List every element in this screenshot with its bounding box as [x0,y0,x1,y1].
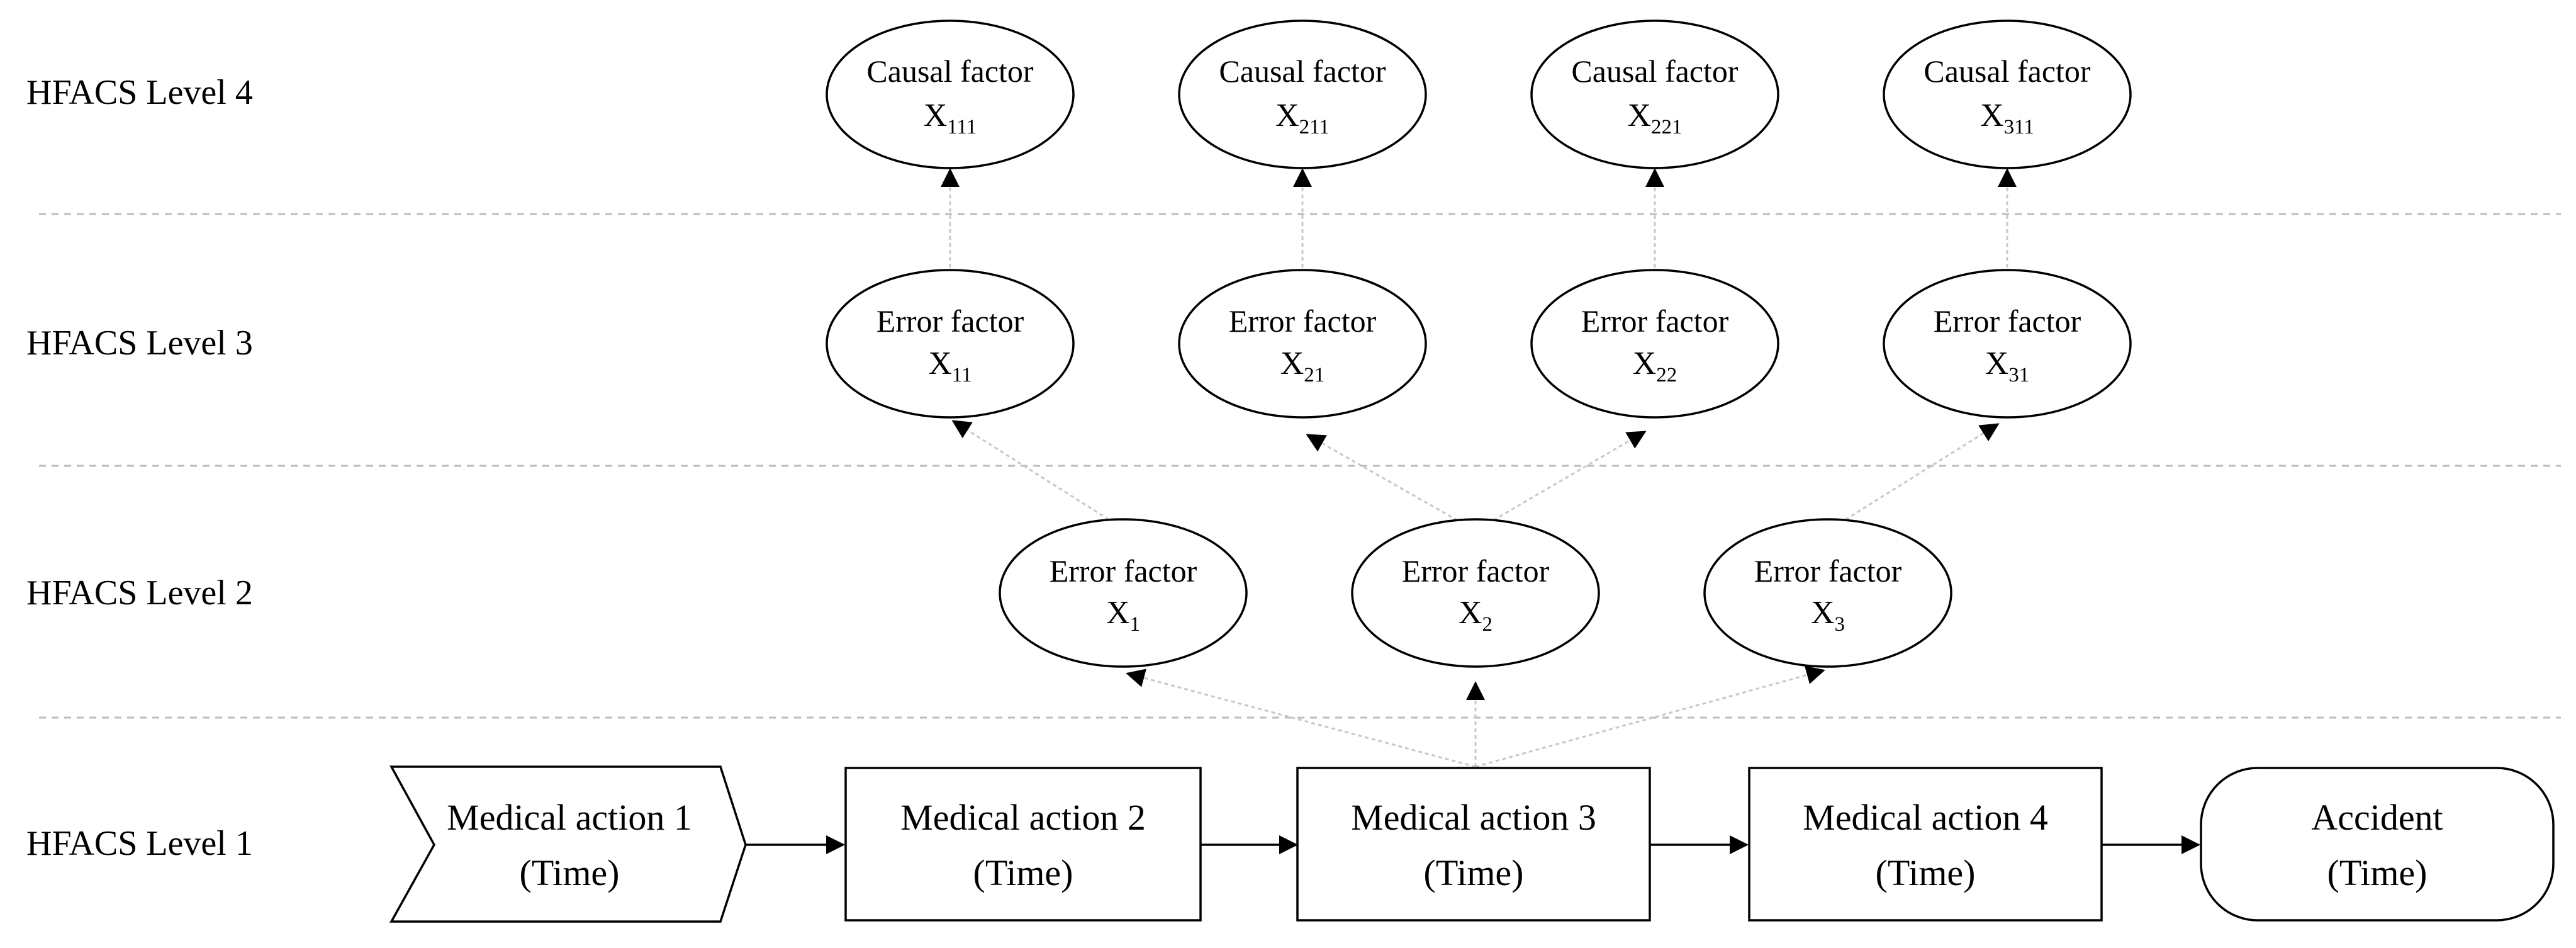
action-label: Medical action 3 [1351,797,1596,838]
node-title: Error factor [1050,553,1197,589]
link-ma3-x1 [1126,669,1476,768]
node-variable: X111 [924,98,977,138]
accident-box: Accident (Time) [2200,767,2555,922]
link-x3-x31 [1827,423,2000,532]
node-title: Error factor [1229,303,1377,339]
error-factor-node: Error factor X11 [826,269,1075,419]
node-title: Causal factor [1219,54,1386,89]
action-label: Medical action 2 [900,797,1146,838]
causal-factor-node: Causal factor X211 [1178,20,1427,169]
error-factor-node: Error factor X22 [1530,269,1779,419]
causal-factor-node: Causal factor X221 [1530,20,1779,169]
node-variable: X311 [1980,98,2034,138]
causal-factor-node: Causal factor X111 [826,20,1075,169]
medical-action-1-chevron: Medical action 1 (Time) [389,765,747,923]
node-title: Error factor [1581,303,1729,339]
error-factor-node: Error factor X3 [1703,518,1952,668]
error-factor-node: Error factor X31 [1883,269,2132,419]
node-variable: X11 [928,346,972,387]
node-title: Error factor [1754,553,1902,589]
link-x1-x11 [951,420,1127,532]
error-factor-node: Error factor X1 [999,518,1248,668]
node-variable: X22 [1633,346,1677,387]
node-variable: X3 [1811,595,1845,636]
link-ma3-x3 [1475,665,1825,768]
node-title: Causal factor [1571,54,1739,89]
action-time: (Time) [520,852,620,893]
action-time: (Time) [1876,852,1976,893]
node-variable: X1 [1106,595,1140,636]
node-title: Error factor [1934,303,2081,339]
node-title: Error factor [1402,553,1550,589]
error-factor-node: Error factor X2 [1351,518,1600,668]
level-label-4: HFACS Level 4 [26,73,253,112]
error-factor-node: Error factor X21 [1178,269,1427,419]
level-label-3: HFACS Level 3 [26,324,253,363]
node-variable: X31 [1985,346,2030,387]
medical-action-2-box: Medical action 2 (Time) [844,767,1202,922]
accident-label: Accident [2311,797,2443,838]
node-title: Causal factor [1924,54,2091,89]
action-time: (Time) [973,852,1073,893]
accident-time: (Time) [2327,852,2428,893]
level-label-1: HFACS Level 1 [26,824,253,863]
link-x2-x22 [1475,431,1647,532]
node-variable: X21 [1280,346,1325,387]
node-variable: X221 [1627,98,1682,138]
action-label: Medical action 1 [447,797,692,838]
medical-action-3-box: Medical action 3 (Time) [1296,767,1651,922]
action-time: (Time) [1424,852,1524,893]
node-title: Causal factor [866,54,1034,89]
link-x2-x21 [1306,434,1476,532]
action-label: Medical action 4 [1803,797,2048,838]
level-label-2: HFACS Level 2 [26,573,253,612]
node-variable: X2 [1459,595,1492,636]
causal-factor-node: Causal factor X311 [1883,20,2132,169]
node-title: Error factor [876,303,1024,339]
medical-action-4-box: Medical action 4 (Time) [1748,767,2103,922]
node-variable: X211 [1275,98,1330,138]
